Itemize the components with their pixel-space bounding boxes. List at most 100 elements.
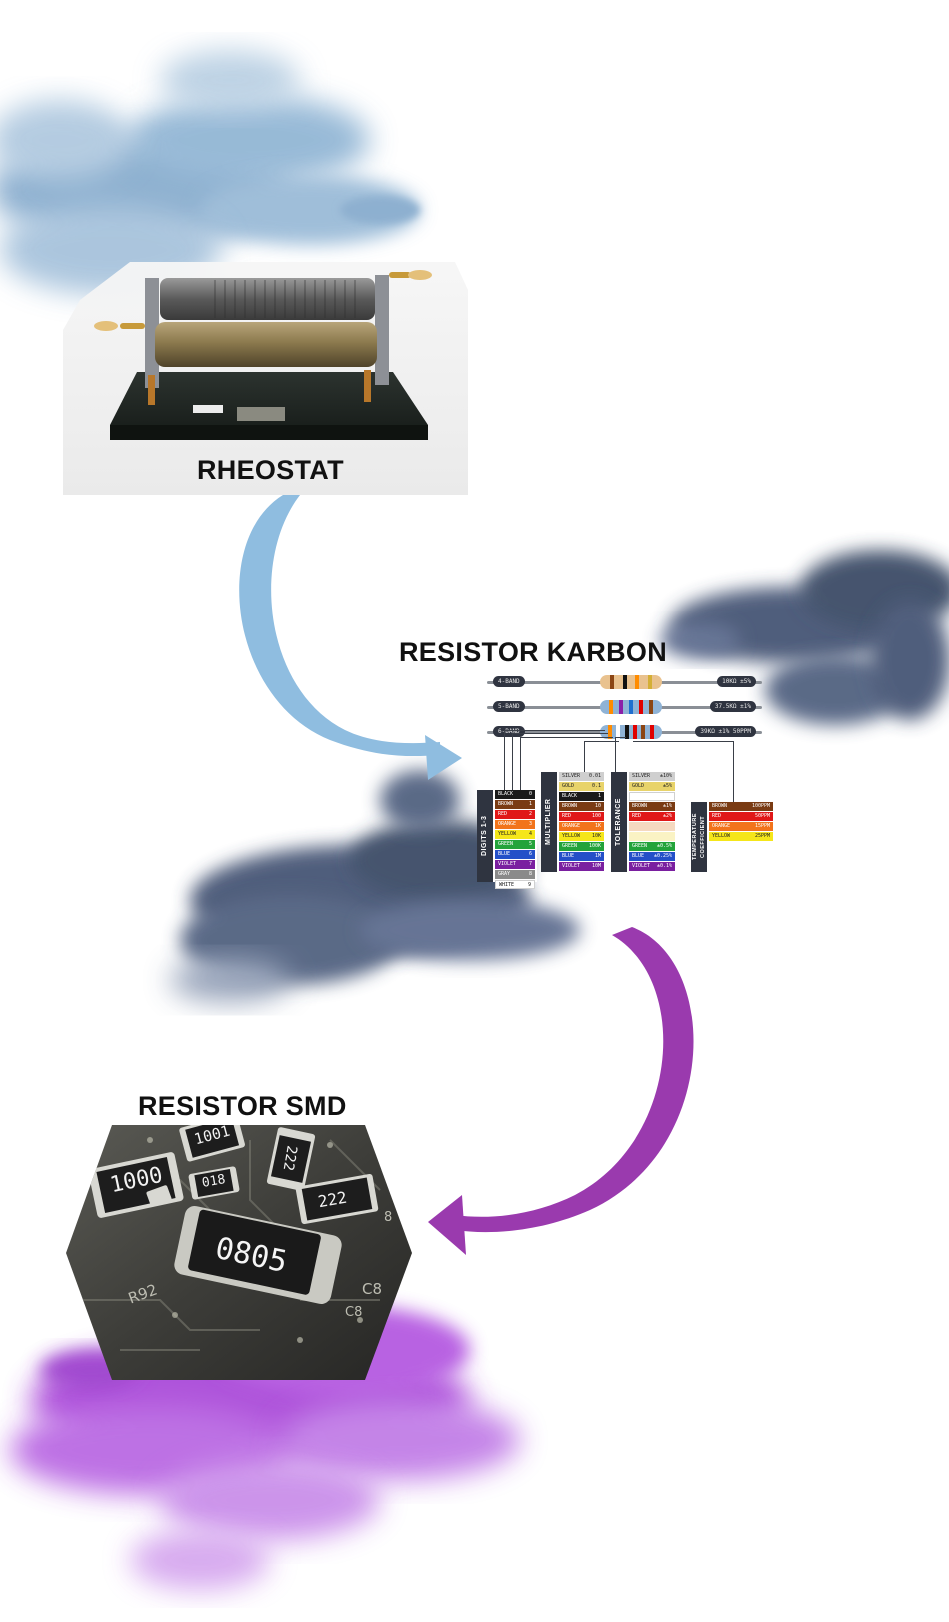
color-band xyxy=(609,700,613,714)
color-value: 1 xyxy=(597,793,601,799)
color-name: BLACK xyxy=(562,793,578,799)
color-band xyxy=(608,725,613,739)
color-band xyxy=(629,700,633,714)
resistor-karbon-title: RESISTOR KARBON xyxy=(399,637,668,667)
color-value: 6 xyxy=(528,851,532,857)
resistor-value-label: 10KΩ ±5% xyxy=(717,676,756,687)
digits-heading: DIGITS 1-3 xyxy=(477,790,493,882)
smd-chip-small xyxy=(146,1185,172,1207)
color-code-cell: SILVER±10% xyxy=(629,772,675,781)
color-value: 8 xyxy=(528,871,532,877)
color-value: 50PPM xyxy=(754,813,770,819)
color-band xyxy=(622,675,627,689)
color-code-cell: VIOLET ±0.1% xyxy=(629,862,675,871)
color-name: RED xyxy=(632,813,642,819)
color-band xyxy=(647,675,652,689)
smd-chip-1001 xyxy=(179,1125,245,1162)
connector-line xyxy=(504,730,605,791)
color-value: 25PPM xyxy=(754,833,770,839)
color-value: 5 xyxy=(528,841,532,847)
color-name: GRAY xyxy=(498,871,511,877)
color-code-cell: BLUE 1M xyxy=(559,852,604,861)
color-value: 1M xyxy=(594,853,601,859)
color-name: GREEN xyxy=(562,843,578,849)
color-band xyxy=(624,725,629,739)
color-band xyxy=(639,700,643,714)
color-band xyxy=(649,700,653,714)
connector-line xyxy=(615,737,626,791)
color-code-cell xyxy=(629,822,675,831)
smoke-top-blue xyxy=(0,50,420,295)
color-band xyxy=(641,725,646,739)
temperature-coefficient-heading: TEMPERATURE COEFFICIENT xyxy=(691,802,707,872)
color-code-cell xyxy=(629,832,675,841)
color-name: BLUE xyxy=(562,853,575,859)
color-name: ORANGE xyxy=(498,821,517,827)
color-name: GREEN xyxy=(498,841,514,847)
color-value: 15PPM xyxy=(754,823,770,829)
color-code-cell: GOLD ±5% xyxy=(629,782,675,791)
color-name: BLACK xyxy=(498,791,514,797)
color-name: BROWN xyxy=(632,803,648,809)
color-band xyxy=(635,675,640,689)
color-code-cell: GREEN±0.5% xyxy=(629,842,675,851)
color-code-cell: BLUE ±0.25% xyxy=(629,852,675,861)
color-value: ±0.5% xyxy=(656,843,672,849)
color-value: ±2% xyxy=(662,813,672,819)
color-value: 1 xyxy=(528,801,532,807)
color-name: RED xyxy=(712,813,722,819)
color-value: 10K xyxy=(591,833,601,839)
color-name: VIOLET xyxy=(632,863,651,869)
color-code-cell: BLUE 6 xyxy=(495,850,535,859)
smoke-middle-right xyxy=(660,550,949,725)
color-name: BLUE xyxy=(498,851,511,857)
color-value: 4 xyxy=(528,831,532,837)
color-value: ±0.25% xyxy=(653,853,672,859)
color-name: VIOLET xyxy=(498,861,517,867)
color-band xyxy=(633,725,638,739)
color-name: GOLD xyxy=(632,783,645,789)
color-value: ±10% xyxy=(659,773,672,779)
connector-line xyxy=(584,741,619,791)
resistor-value-label: 37.5KΩ ±1% xyxy=(709,701,756,712)
color-value: 100K xyxy=(588,843,601,849)
color-value: ±0.1% xyxy=(656,863,672,869)
arrow-karbon-to-smd xyxy=(428,927,694,1255)
color-name: BROWN xyxy=(498,801,514,807)
color-code-cell: ORANGE 1K xyxy=(559,822,604,831)
color-name: ORANGE xyxy=(562,823,581,829)
smd-chip-222-a xyxy=(266,1127,316,1191)
color-value: 1K xyxy=(594,823,601,829)
color-band xyxy=(616,725,621,739)
color-name: ORANGE xyxy=(712,823,731,829)
color-name: SILVER xyxy=(562,773,581,779)
color-code-cell: GRAY 8 xyxy=(495,870,535,879)
color-value: 100 xyxy=(591,813,601,819)
multiplier-heading: MULTIPLIER xyxy=(541,772,557,872)
color-name: RED xyxy=(498,811,508,817)
color-value: 0.1 xyxy=(591,783,601,789)
color-code-cell: GREEN 5 xyxy=(495,840,535,849)
color-value: ±5% xyxy=(662,783,672,789)
color-value: 10M xyxy=(591,863,601,869)
color-code-cell: BROWN±1% xyxy=(629,802,675,811)
connector-line xyxy=(520,737,613,791)
color-code-cell: RED 50PPM xyxy=(709,812,773,821)
color-value: 0.01 xyxy=(588,773,601,779)
color-code-cell xyxy=(629,792,675,801)
color-name: BLUE xyxy=(632,853,645,859)
smd-chip-018 xyxy=(188,1166,240,1200)
color-value: 10 xyxy=(594,803,601,809)
